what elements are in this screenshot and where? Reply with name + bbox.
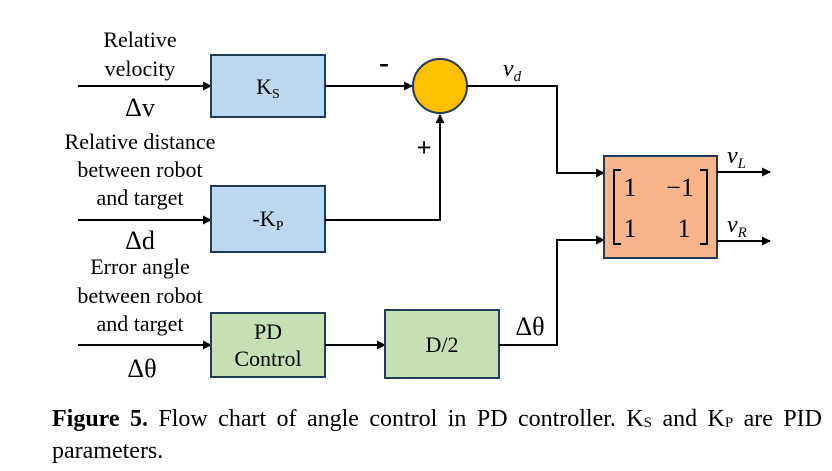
signal-dtheta: Δθ xyxy=(515,312,544,341)
caption-text-c: are PID parameters. xyxy=(52,406,822,464)
input-distance-label-line2: between robot xyxy=(77,157,202,182)
matrix-cell-r2c2: 1 xyxy=(678,214,691,243)
matrix-cell-r2c1: 1 xyxy=(624,214,637,243)
kp-to-sum-arrow xyxy=(325,114,445,221)
input-distance-symbol: Δd xyxy=(125,226,155,255)
input-velocity-label-line1: Relative xyxy=(103,27,176,52)
input-velocity-label-line2: velocity xyxy=(105,56,176,81)
kp-block-label: -KP xyxy=(252,206,283,234)
input-angle-label-line2: between robot xyxy=(77,283,202,308)
ks-block-label: KS xyxy=(256,74,280,102)
input-angle-label-line1: Error angle xyxy=(90,254,190,279)
matrix-cell-r1c1: 1 xyxy=(624,173,637,202)
d2-block xyxy=(384,309,500,379)
matrix-right-bracket xyxy=(700,169,708,245)
d2-block-label: D/2 xyxy=(426,332,459,357)
caption-text-b: and K xyxy=(652,406,725,432)
signal-vl: vL xyxy=(727,143,746,172)
figure-caption-label: Figure 5. xyxy=(52,406,148,432)
minus-sign: - xyxy=(379,46,389,79)
caption-text-a: Flow chart of angle control in PD contro… xyxy=(147,406,644,432)
caption-sub-a: S xyxy=(643,415,653,431)
input-velocity-symbol: Δv xyxy=(125,93,155,122)
sum-to-matrix-arrow xyxy=(467,85,605,178)
signal-vr: vR xyxy=(727,212,747,241)
caption-sub-b: P xyxy=(724,415,734,431)
matrix-left-bracket xyxy=(613,169,621,245)
input-angle-label-line3: and target xyxy=(97,311,184,336)
signal-vd: vd xyxy=(503,56,522,85)
input-angle-symbol: Δθ xyxy=(127,354,156,383)
pd-control-label-line2: Control xyxy=(234,346,301,371)
matrix-block xyxy=(603,155,718,259)
input-distance-label-line3: and target xyxy=(97,185,184,210)
matrix-cell-r1c2: −1 xyxy=(666,173,694,202)
d2-to-matrix-arrow xyxy=(499,235,605,346)
summing-junction xyxy=(412,58,468,114)
plus-sign: + xyxy=(417,133,432,162)
figure-caption: Figure 5. Flow chart of angle control in… xyxy=(52,405,822,466)
input-distance-label-line1: Relative distance xyxy=(65,129,216,154)
pd-control-label-line1: PD xyxy=(254,319,282,344)
kp-block xyxy=(210,185,326,253)
